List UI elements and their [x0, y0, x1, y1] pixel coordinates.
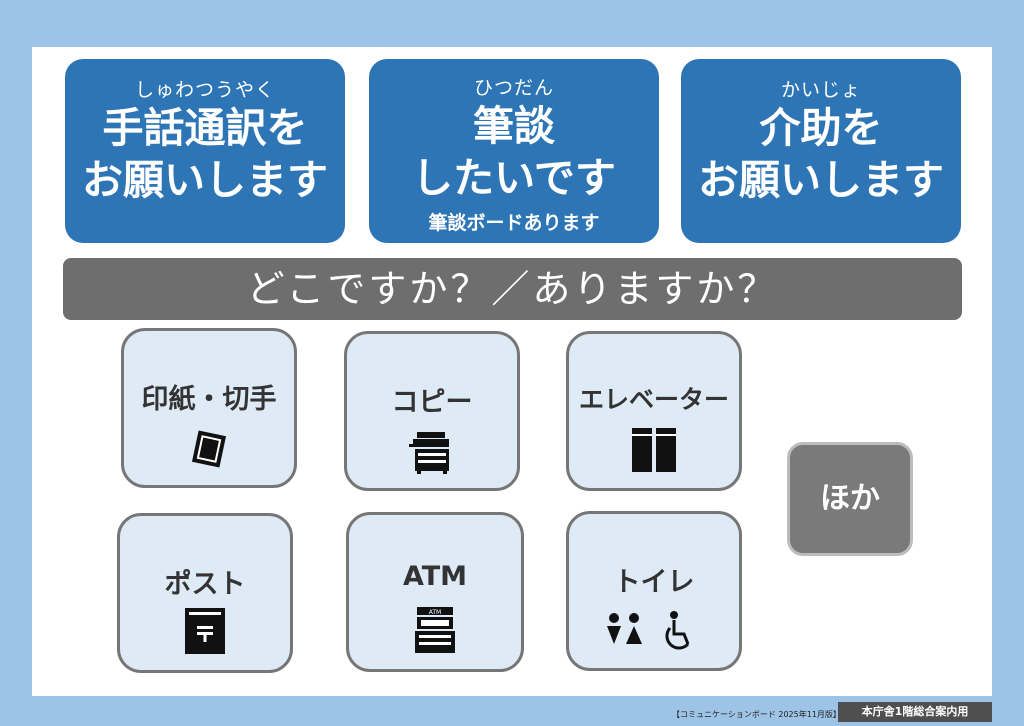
request-line-2: お願いします — [82, 156, 328, 204]
assistance-request-card[interactable]: かいじょ 介助を お願いします — [681, 59, 961, 243]
question-banner: どこですか？／ありますか？ — [63, 258, 962, 320]
postbox-icon — [120, 606, 290, 656]
svg-text:ATM: ATM — [429, 609, 441, 616]
request-line-2: したいです — [412, 154, 616, 202]
writing-conversation-request-card[interactable]: ひつだん 筆談 したいです 筆談ボードあります — [369, 59, 659, 243]
copier-icon — [347, 424, 517, 474]
other-button[interactable]: ほか — [787, 442, 913, 556]
place-label: エレベーター — [578, 385, 729, 414]
elevator-icon — [569, 424, 739, 474]
location-label: 本庁舎1階総合案内用 — [838, 702, 992, 722]
atm-icon: ATM — [349, 605, 521, 655]
postbox-place-button[interactable]: ポスト — [117, 513, 293, 673]
place-label: コピー — [391, 387, 473, 418]
request-line-1: 筆談 — [473, 102, 555, 150]
request-subtext: 筆談ボードあります — [428, 212, 600, 234]
copy-place-button[interactable]: コピー — [344, 331, 520, 491]
elevator-place-button[interactable]: エレベーター — [566, 331, 742, 491]
ruby-text: しゅわつうやく — [134, 79, 275, 101]
place-label: ATM — [402, 561, 468, 592]
request-line-2: お願いします — [698, 156, 944, 204]
place-label: トイレ — [613, 567, 695, 598]
restroom-icon — [569, 604, 739, 654]
place-label: 印紙・切手 — [141, 384, 277, 415]
atm-place-button[interactable]: ATM ATM — [346, 512, 524, 672]
place-label: ポスト — [164, 569, 246, 600]
restroom-place-button[interactable]: トイレ — [566, 511, 742, 671]
sign-language-request-card[interactable]: しゅわつうやく 手話通訳を お願いします — [65, 59, 345, 243]
stamp-icon — [124, 421, 294, 471]
stamp-place-button[interactable]: 印紙・切手 — [121, 328, 297, 488]
request-line-1: 介助を — [759, 104, 883, 152]
ruby-text: ひつだん — [473, 77, 554, 99]
ruby-text: かいじょ — [780, 79, 861, 101]
board-version-note: 【コミュニケーションボード 2025年11月版】 — [672, 710, 841, 719]
request-line-1: 手話通訳を — [102, 104, 308, 152]
